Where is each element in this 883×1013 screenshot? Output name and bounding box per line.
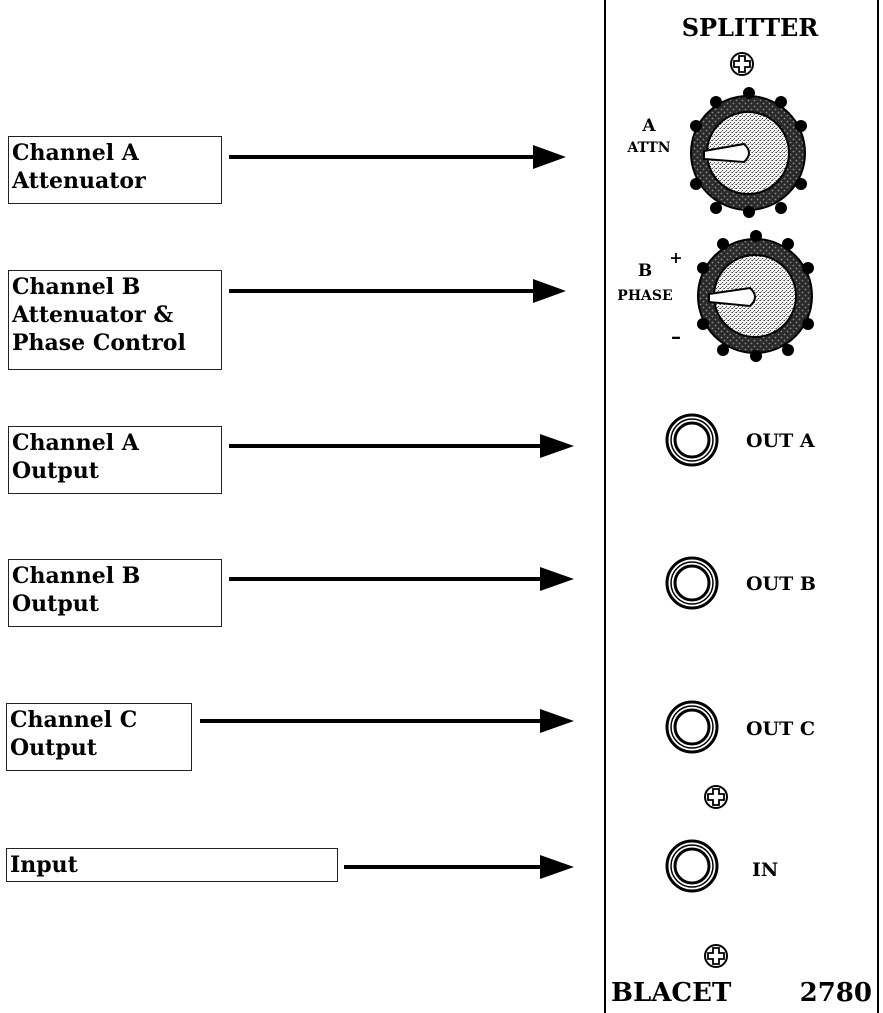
callout-channel-a-output: Channel A Output [8,426,222,494]
arrow-icon [229,145,566,169]
callout-line: Phase Control [12,330,186,356]
callout-channel-a-attenuator: Channel A Attenuator [8,136,222,204]
callout-channel-b-attenuator-phase: Channel B Attenuator & Phase Control [8,270,222,370]
jack-icon [665,556,719,610]
knob-a-letter: A [641,116,656,136]
arrow-icon [229,434,574,458]
arrow-icon [229,279,566,303]
knob-b-phase[interactable]: + B PHASE – [617,230,814,362]
knob-icon [697,230,814,362]
arrow-icon [200,709,574,733]
jack-out-c[interactable]: OUT C [665,700,815,754]
callout-line: Input [10,852,78,878]
jack-out-b-label: OUT B [746,573,816,595]
callout-line: Channel A [12,140,139,166]
screw-icon [730,52,754,76]
jack-out-c-label: OUT C [746,718,815,740]
callout-line: Output [10,735,97,761]
jack-out-a-label: OUT A [746,430,815,452]
knob-b-label: PHASE [617,288,672,304]
callout-line: Output [12,591,99,617]
callout-line: Channel B [12,274,141,300]
panel-title: SPLITTER [682,13,820,42]
arrow-icon [229,567,574,591]
arrow-icon [344,855,574,879]
jack-out-a[interactable]: OUT A [665,413,815,467]
callout-line: Channel C [10,707,138,733]
callout-channel-b-output: Channel B Output [8,559,222,627]
callout-line: Channel A [12,430,139,456]
callout-channel-c-output: Channel C Output [6,703,192,771]
callout-input: Input [6,848,338,882]
jack-icon [665,700,719,754]
knob-icon [690,87,807,218]
screw-icon [704,785,728,809]
jack-icon [665,839,719,893]
knob-a-attenuator[interactable]: A ATTN [626,87,807,218]
knob-a-label: ATTN [626,140,670,156]
callout-line: Attenuator & [12,302,174,328]
model-number: 2780 [800,978,872,1008]
jack-in-label: IN [752,859,778,881]
jack-out-b[interactable]: OUT B [665,556,816,610]
phase-plus: + [669,248,682,267]
callout-line: Output [12,458,99,484]
jack-in[interactable]: IN [665,839,778,893]
callout-line: Channel B [12,563,141,589]
callout-line: Attenuator [12,168,146,194]
brand-label: BLACET [611,978,732,1008]
knob-b-letter: B [638,261,652,281]
screw-icon [704,944,728,968]
phase-minus: – [671,324,681,348]
jack-icon [665,413,719,467]
